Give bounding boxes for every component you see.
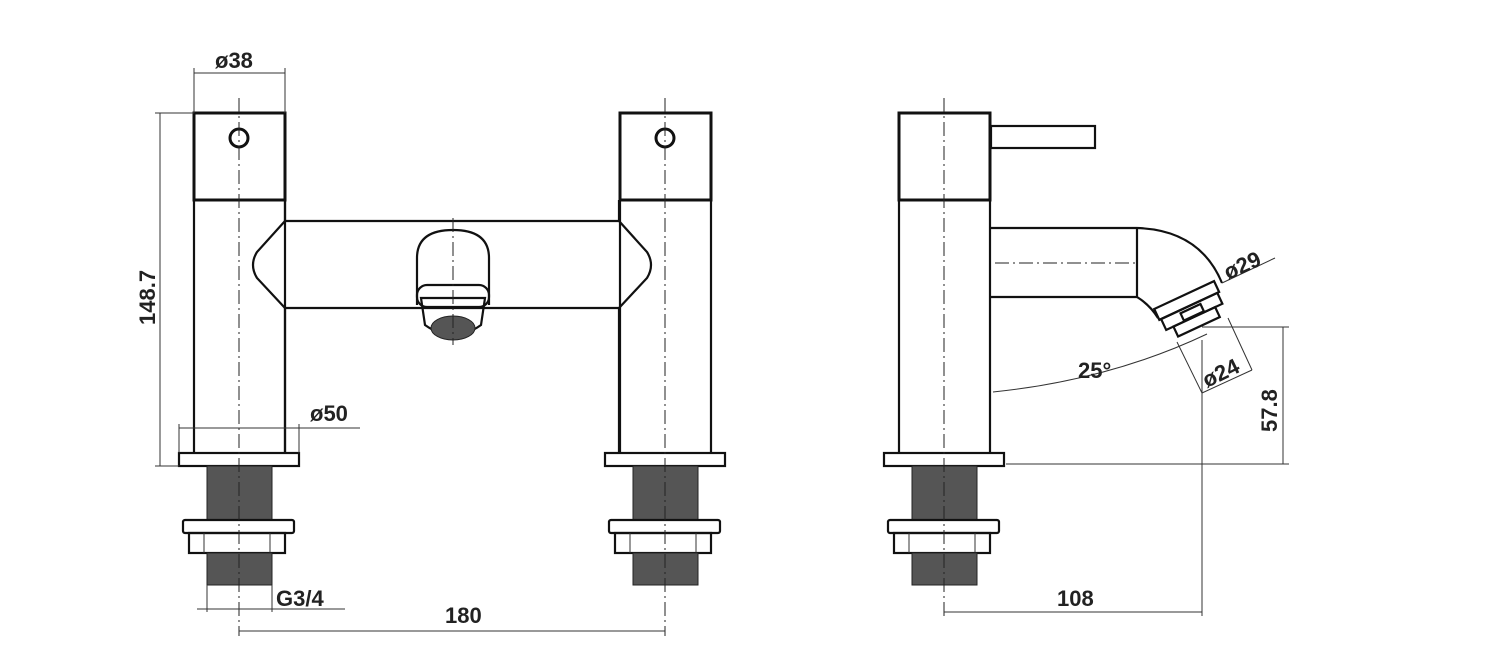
dimension-spout-diameter: ø29 bbox=[1220, 246, 1276, 285]
label-cap-diameter: ø38 bbox=[215, 48, 253, 73]
dimension-spout-angle: 25° bbox=[992, 333, 1208, 393]
bridge-body bbox=[251, 219, 653, 310]
side-view bbox=[882, 98, 1224, 616]
dimension-projection: 108 bbox=[944, 340, 1203, 616]
front-view bbox=[177, 98, 727, 636]
dimension-cap-diameter: ø38 bbox=[193, 48, 286, 113]
dimension-spout-height: 57.8 bbox=[1006, 326, 1289, 465]
dimension-height: 148.7 bbox=[135, 112, 194, 467]
label-spout-diameter: ø29 bbox=[1220, 246, 1265, 284]
label-height: 148.7 bbox=[135, 270, 160, 325]
label-spout-angle: 25° bbox=[1078, 358, 1111, 383]
label-centres: 180 bbox=[445, 603, 482, 628]
label-base-diameter: ø50 bbox=[310, 401, 348, 426]
label-projection: 108 bbox=[1057, 586, 1094, 611]
dimension-aerator-diameter: ø24 bbox=[1176, 317, 1253, 394]
lever-handle bbox=[989, 124, 1097, 150]
spout-side bbox=[991, 226, 1224, 338]
label-spout-height: 57.8 bbox=[1257, 389, 1282, 432]
label-aerator-diameter: ø24 bbox=[1198, 353, 1244, 392]
dimension-thread: G3/4 bbox=[197, 585, 345, 612]
dimension-base-diameter: ø50 bbox=[178, 401, 360, 453]
dimension-centres: 180 bbox=[239, 603, 665, 632]
label-thread: G3/4 bbox=[276, 586, 324, 611]
